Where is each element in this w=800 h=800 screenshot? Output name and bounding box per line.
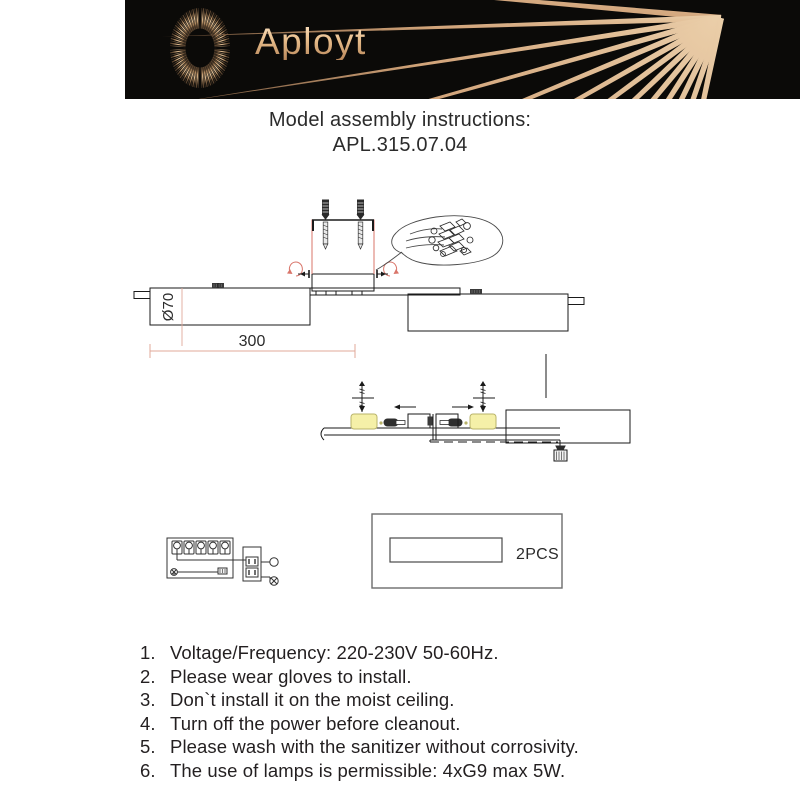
sunburst-logo-icon [170,8,230,88]
lamp-socket-right [464,413,497,430]
ceiling-mount-bracket [311,273,375,296]
terminal-screws [171,540,231,555]
list-item: 6. The use of lamps is permissible: 4xG9… [140,759,760,783]
power-plug-icon [553,440,568,462]
list-item-text: Please wash with the sanitizer without c… [170,736,579,758]
terminal-block-diagram [160,524,290,602]
center-connector-blocks [407,413,459,440]
rotation-indicator-right [376,261,399,278]
instruction-list: 1. Voltage/Frequency: 220-230V 50-60Hz. … [140,641,760,783]
output-terminals [269,557,279,586]
dimension-width [149,344,356,358]
insert-pin-right [473,381,495,412]
title-line-1: Model assembly instructions: [268,109,532,131]
main-assembly-diagram: 300 Ø70 [133,196,660,366]
screw-anchor-left [321,199,330,250]
brand-wordmark: Aployt [255,21,367,62]
parts-quantity-label: 2PCS [516,546,559,563]
list-item-number: 1. [140,642,156,663]
parts-box-outline [371,513,563,589]
right-fixture-body [407,289,585,332]
fixture-profile-rail [320,427,560,443]
ray-fan-decoration [161,0,724,99]
list-item-number: 3. [140,689,156,711]
wiring-connection-diagram [320,354,650,470]
list-item: 2. Please wear gloves to install. [140,665,760,689]
title-line-2: APL.315.07.04 [332,134,468,156]
assembly-arrow-left [394,404,416,410]
parts-quantity-box [370,512,600,592]
list-item-text: Turn off the power before cleanout. [170,712,461,734]
insert-pin-left [352,381,374,412]
list-item: 4. Turn off the power before cleanout. [140,712,760,736]
list-item-text: Please wear gloves to install. [170,665,412,687]
list-item: 5. Please wash with the sanitizer withou… [140,735,760,759]
page-title: Model assembly instructions: APL.315.07.… [0,108,800,158]
rotation-indicator-left [287,261,310,278]
diffuser-part-shape [389,537,503,563]
left-fixture-body [133,283,311,326]
lamp-socket-left [350,413,383,430]
terminal-block-body [166,537,234,579]
end-housing [505,409,631,444]
brand-banner: Aployt [125,0,800,99]
list-item-number: 2. [140,665,156,687]
list-item-number: 4. [140,712,156,734]
output-connector-housing [242,546,270,582]
list-item-number: 5. [140,736,156,758]
dimension-width-label: 300 [239,333,266,350]
g9-lamp-left [383,418,406,427]
bracket-alignment-guide [311,219,375,274]
list-item-text: The use of lamps is permissible: 4xG9 ma… [170,759,566,781]
list-item-text: Voltage/Frequency: 220-230V 50-60Hz. [170,642,499,663]
hand-holding-screws-icon [375,215,504,271]
list-item-text: Don`t install it on the moist ceiling. [170,689,455,711]
list-item: 3. Don`t install it on the moist ceiling… [140,688,760,712]
internal-wiring [173,554,246,576]
list-item-number: 6. [140,759,156,781]
list-item: 1. Voltage/Frequency: 220-230V 50-60Hz. [140,641,760,665]
dimension-diameter-label: Ø70 [160,293,177,321]
g9-lamp-right [439,418,463,427]
assembly-arrow-right [452,404,474,410]
screw-anchor-right [356,199,365,250]
inline-connector [217,567,228,575]
banner-artwork [125,0,800,99]
